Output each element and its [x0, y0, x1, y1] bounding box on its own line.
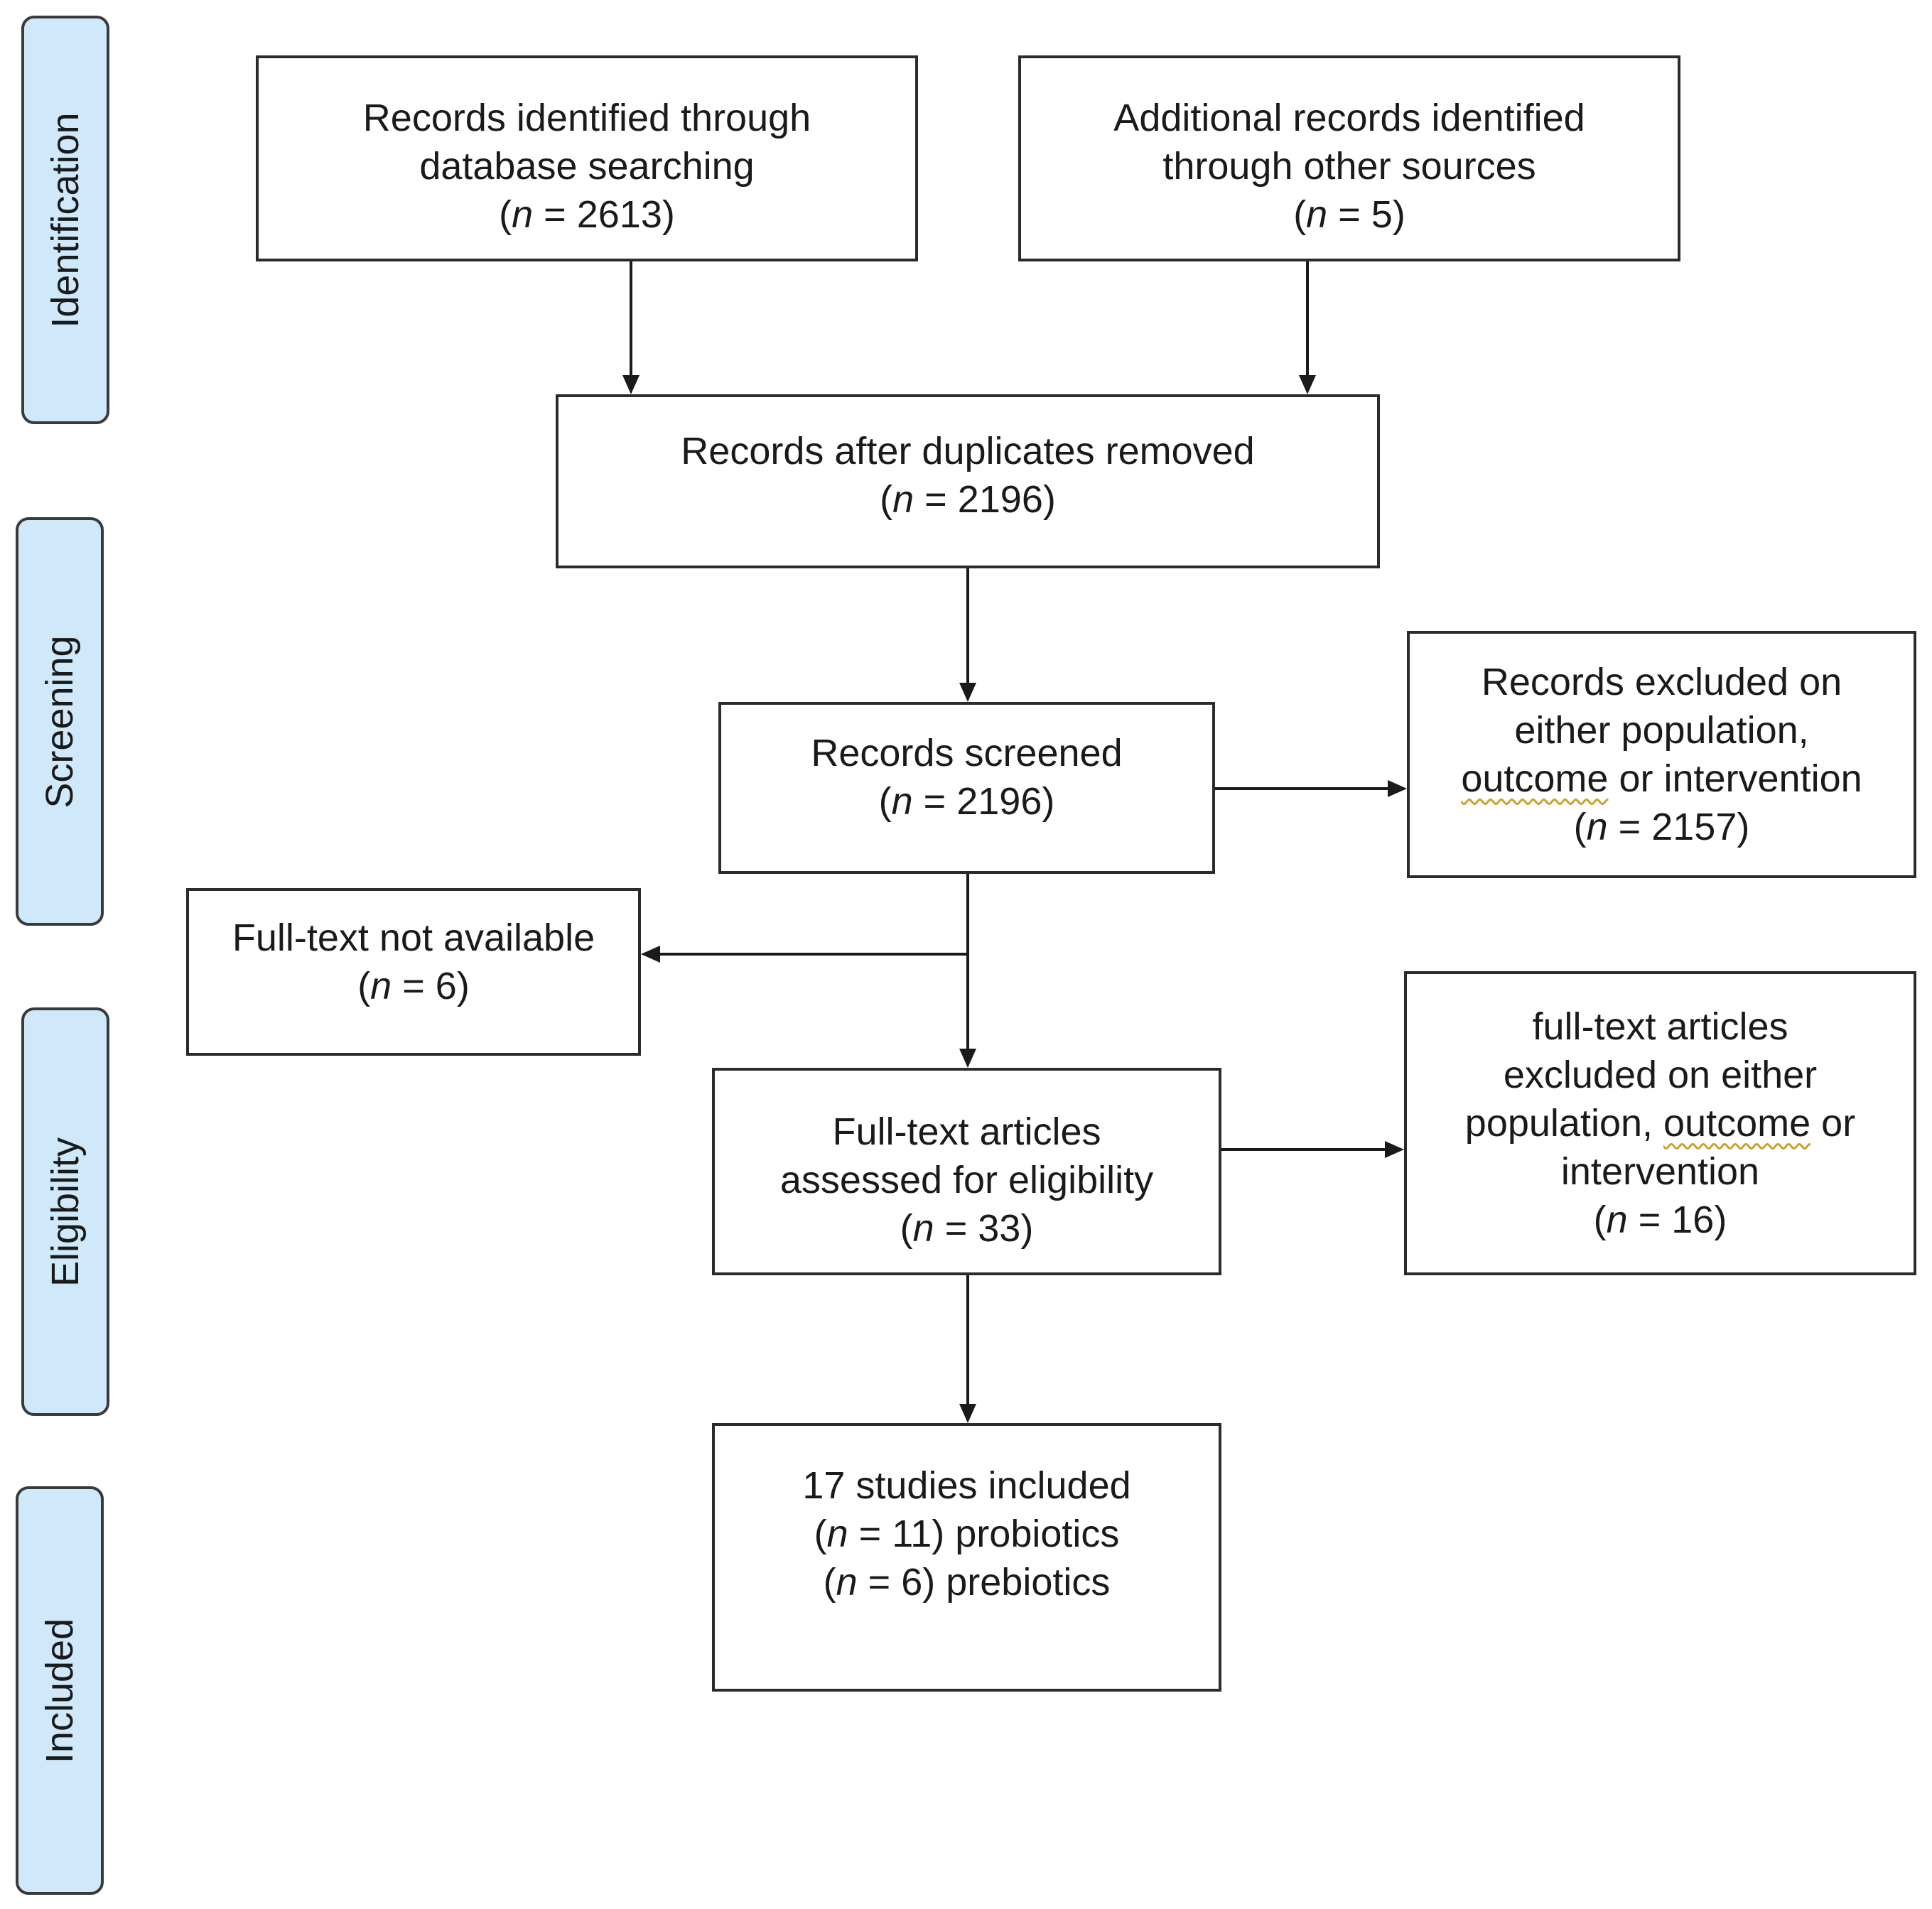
arrowhead-other	[1299, 375, 1316, 394]
box-database-line-1: Records identified through	[362, 97, 811, 139]
arrowhead-fulltext-excluded	[1385, 1141, 1404, 1158]
box-database-count: (n = 2613)	[499, 193, 675, 236]
arrowhead-screened	[959, 683, 976, 702]
arrowhead-included	[959, 1404, 976, 1423]
box-after-duplicates-count: (n = 2196)	[880, 478, 1056, 521]
box-included-probiotics: (n = 11) probiotics	[814, 1513, 1120, 1555]
box-other-sources-count: (n = 5)	[1293, 193, 1405, 236]
box-database-records: Records identified through database sear…	[256, 55, 918, 261]
arrowhead-excluded	[1388, 780, 1407, 797]
box-screened-count: (n = 2196)	[878, 780, 1055, 823]
box-excluded-count: (n = 2157)	[1573, 806, 1750, 848]
box-after-duplicates: Records after duplicates removed (n = 21…	[556, 394, 1380, 568]
box-included-line-1: 17 studies included	[802, 1464, 1131, 1507]
phase-identification: Identification	[21, 16, 109, 424]
box-fulltext-not-available: Full-text not available (n = 6)	[186, 888, 641, 1056]
phase-screening: Screening	[16, 517, 104, 926]
box-after-duplicates-line-1: Records after duplicates removed	[681, 430, 1255, 472]
phase-eligibility: Eligibility	[21, 1007, 109, 1416]
box-assessed-count: (n = 33)	[900, 1207, 1034, 1250]
box-fulltext-assessed: Full-text articles assessed for eligibil…	[712, 1068, 1221, 1275]
phase-identification-label: Identification	[44, 112, 87, 328]
box-other-sources-line-2: through other sources	[1162, 145, 1536, 188]
box-other-sources: Additional records identified through ot…	[1018, 55, 1680, 261]
box-studies-included: 17 studies included (n = 11) probiotics …	[712, 1423, 1221, 1692]
box-fulltext-excluded-line-2: excluded on either	[1503, 1054, 1818, 1096]
arrowhead-not-available	[641, 946, 660, 963]
box-fulltext-excluded-line-1: full-text articles	[1532, 1005, 1788, 1048]
box-not-available-line-1: Full-text not available	[232, 916, 595, 959]
box-fulltext-excluded-line-3: population, outcome or	[1464, 1102, 1856, 1145]
phase-included: Included	[16, 1486, 104, 1895]
box-screened-line-1: Records screened	[811, 732, 1123, 774]
box-excluded-line-2: either population,	[1514, 709, 1809, 752]
phase-included-label: Included	[38, 1618, 81, 1763]
box-not-available-count: (n = 6)	[357, 965, 470, 1007]
box-database-line-2: database searching	[419, 145, 755, 188]
box-records-excluded: Records excluded on either population, o…	[1407, 631, 1916, 878]
box-other-sources-line-1: Additional records identified	[1113, 97, 1585, 139]
arrowhead-assessed	[959, 1049, 976, 1068]
box-fulltext-excluded-count: (n = 16)	[1593, 1199, 1727, 1241]
box-excluded-line-3: outcome or intervention	[1461, 757, 1862, 800]
box-assessed-line-2: assessed for eligibility	[779, 1159, 1154, 1201]
box-fulltext-excluded-line-4: intervention	[1560, 1150, 1760, 1193]
phase-eligibility-label: Eligibility	[44, 1137, 87, 1287]
box-excluded-line-1: Records excluded on	[1481, 661, 1842, 703]
box-records-screened: Records screened (n = 2196)	[718, 702, 1215, 874]
phase-screening-label: Screening	[38, 634, 81, 809]
box-assessed-line-1: Full-text articles	[832, 1110, 1101, 1153]
arrowhead-database	[622, 375, 639, 394]
box-included-prebiotics: (n = 6) prebiotics	[823, 1561, 1111, 1604]
box-fulltext-excluded: full-text articles excluded on either po…	[1404, 971, 1916, 1275]
